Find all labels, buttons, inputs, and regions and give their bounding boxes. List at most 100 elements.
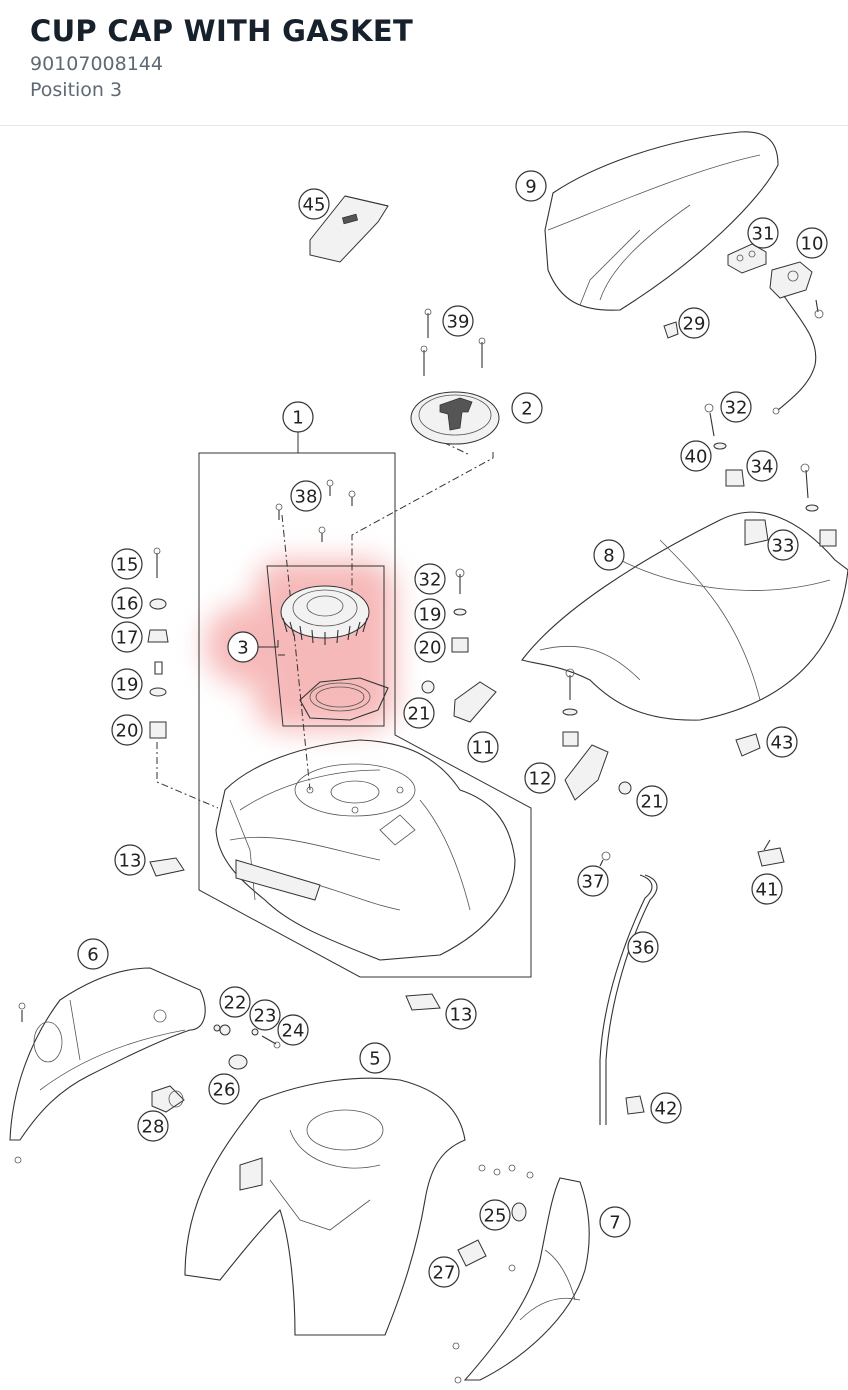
callout-number: 21 (641, 792, 664, 813)
callout-number: 5 (369, 1049, 380, 1070)
callout-27: 27 (428, 1256, 460, 1288)
parts-32-40-34-33 (704, 403, 837, 547)
callout-number: 29 (683, 314, 706, 335)
callout-number: 45 (303, 195, 326, 216)
callout-number: 27 (433, 1263, 456, 1284)
callout-number: 39 (447, 312, 470, 333)
callout-16: 16 (111, 587, 143, 619)
callout-number: 34 (751, 457, 774, 478)
callout-number: 20 (116, 721, 139, 742)
callout-number: 6 (87, 945, 98, 966)
callout-37: 37 (577, 865, 609, 897)
part-1-fuel-tank (215, 739, 516, 961)
callout-42: 42 (650, 1092, 682, 1124)
callout-number: 20 (419, 638, 442, 659)
callout-32: 32 (414, 563, 446, 595)
callout-13: 13 (445, 998, 477, 1030)
part-9-pillion-seat (544, 131, 779, 311)
callout-25: 25 (479, 1199, 511, 1231)
callout-34: 34 (746, 450, 778, 482)
callout-number: 11 (472, 738, 495, 759)
callout-45: 45 (298, 188, 330, 220)
callout-number: 31 (752, 224, 775, 245)
callout-number: 13 (119, 851, 142, 872)
part-26-bush (228, 1054, 248, 1070)
alignment-line (351, 452, 494, 600)
callout-32: 32 (720, 391, 752, 423)
callout-number: 43 (771, 733, 794, 754)
part-42-clip (625, 1095, 645, 1115)
callout-26: 26 (208, 1073, 240, 1105)
callout-17: 17 (111, 621, 143, 653)
callout-33: 33 (767, 529, 799, 561)
callout-number: 42 (655, 1099, 678, 1120)
callout-number: 3 (237, 638, 248, 659)
part-7-right-side-panel (452, 1164, 590, 1384)
callout-20: 20 (111, 714, 143, 746)
callout-number: 8 (603, 546, 614, 567)
callout-15: 15 (111, 548, 143, 580)
callout-1: 1 (282, 401, 314, 433)
callout-number: 24 (282, 1021, 305, 1042)
callout-12: 12 (524, 762, 556, 794)
callout-number: 13 (450, 1005, 473, 1026)
callout-31: 31 (747, 217, 779, 249)
callout-28: 28 (137, 1110, 169, 1142)
alignment-line (156, 742, 219, 809)
part-13-pad (149, 857, 441, 1011)
callout-number: 23 (254, 1006, 277, 1027)
part-45-key (309, 195, 389, 263)
alignment-line (281, 514, 311, 791)
exploded-parts-diagram: 4593110392921324034383315161719203321920… (9, 131, 848, 1384)
part-27-bush (457, 1239, 487, 1267)
parts-22-23-24-hardware (213, 1024, 281, 1049)
callout-number: 19 (419, 605, 442, 626)
part-2-fuel-cap (410, 391, 500, 445)
callout-number: 41 (756, 880, 779, 901)
callout-number: 32 (419, 570, 442, 591)
callout-3: 3 (227, 631, 259, 663)
callout-2: 2 (511, 392, 543, 424)
callout-39: 39 (442, 305, 474, 337)
callout-24: 24 (277, 1014, 309, 1046)
callout-11: 11 (467, 731, 499, 763)
callout-number: 26 (213, 1080, 236, 1101)
part-8-rider-seat (521, 511, 848, 721)
callout-number: 9 (525, 177, 536, 198)
page-title: CUP CAP WITH GASKET (30, 14, 414, 48)
part-25-bush (511, 1202, 527, 1222)
callout-number: 2 (521, 399, 532, 420)
callout-43: 43 (766, 726, 798, 758)
callout-23: 23 (249, 999, 281, 1031)
part-29-bumper (663, 321, 679, 339)
callout-19: 19 (414, 598, 446, 630)
callout-number: 1 (292, 408, 303, 429)
tank-group-frame (198, 452, 532, 978)
callout-38: 38 (290, 480, 322, 512)
callout-number: 21 (408, 704, 431, 725)
header: CUP CAP WITH GASKET 90107008144 Position… (0, 0, 848, 126)
callout-9: 9 (515, 170, 547, 202)
callout-number: 12 (529, 769, 552, 790)
part-5-tank-cover (184, 1077, 466, 1336)
callout-10: 10 (796, 227, 828, 259)
alignment-line (429, 435, 471, 456)
position-label: Position 3 (30, 79, 123, 101)
part-number: 90107008144 (30, 53, 163, 75)
callout-number: 36 (632, 938, 655, 959)
callout-number: 37 (582, 872, 605, 893)
callout-20: 20 (414, 631, 446, 663)
callout-19: 19 (111, 668, 143, 700)
callout-21: 21 (636, 785, 668, 817)
part-28-bush (151, 1085, 185, 1113)
part-10-seat-lock (769, 261, 824, 415)
callout-21: 21 (403, 697, 435, 729)
callout-number: 7 (609, 1213, 620, 1234)
cup-cap-group-frame (266, 565, 385, 727)
part-38-screws (275, 479, 356, 542)
part-41-clip (757, 839, 785, 867)
callout-number: 25 (484, 1206, 507, 1227)
callout-number: 28 (142, 1117, 165, 1138)
callout-7: 7 (599, 1206, 631, 1238)
